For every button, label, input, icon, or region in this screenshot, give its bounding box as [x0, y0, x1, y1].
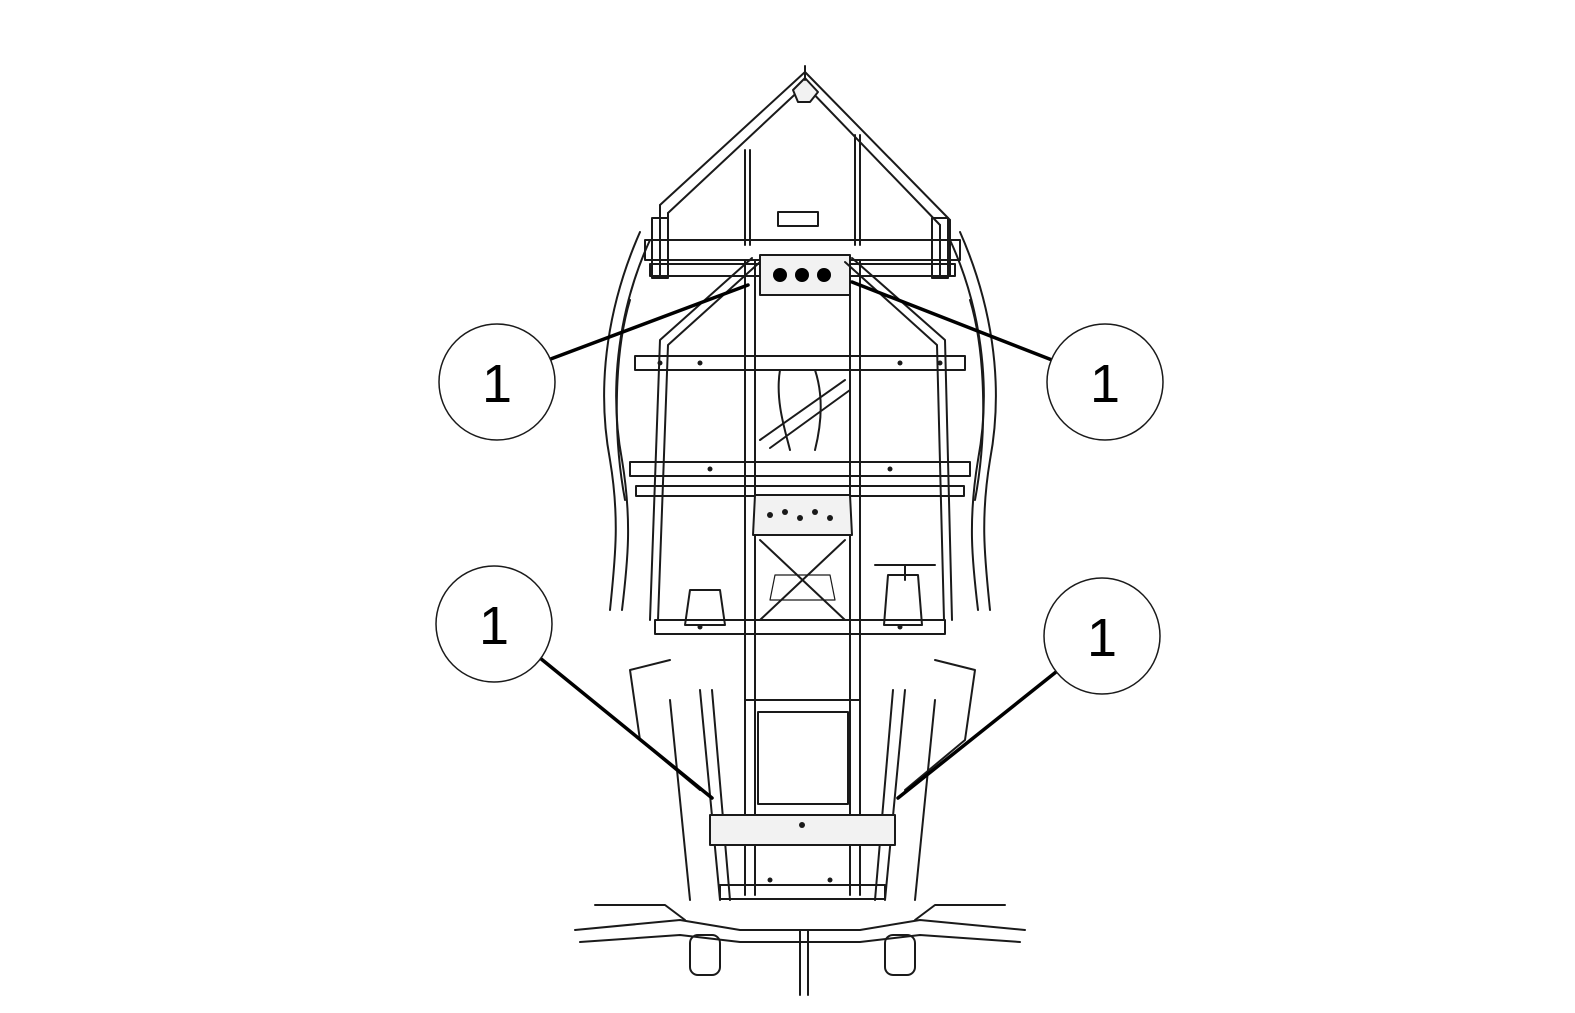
callout-upper-left: 1	[438, 283, 750, 441]
callout-number: 1	[479, 596, 509, 656]
callout-number: 1	[1087, 608, 1117, 668]
callout-upper-right: 1	[850, 280, 1164, 441]
callout-lower-left: 1	[435, 565, 714, 800]
callout-circle	[435, 565, 553, 683]
leader-line	[538, 656, 714, 800]
callout-circle	[1046, 323, 1164, 441]
leader-line	[896, 670, 1058, 800]
callout-circle	[438, 323, 556, 441]
leader-line	[850, 280, 1054, 362]
callout-circle	[1043, 577, 1161, 695]
callout-number: 1	[1090, 354, 1120, 414]
leader-line	[546, 283, 750, 362]
roll-cage-frame	[574, 65, 1026, 996]
callout-lower-right: 1	[896, 577, 1161, 800]
callout-number: 1	[482, 354, 512, 414]
